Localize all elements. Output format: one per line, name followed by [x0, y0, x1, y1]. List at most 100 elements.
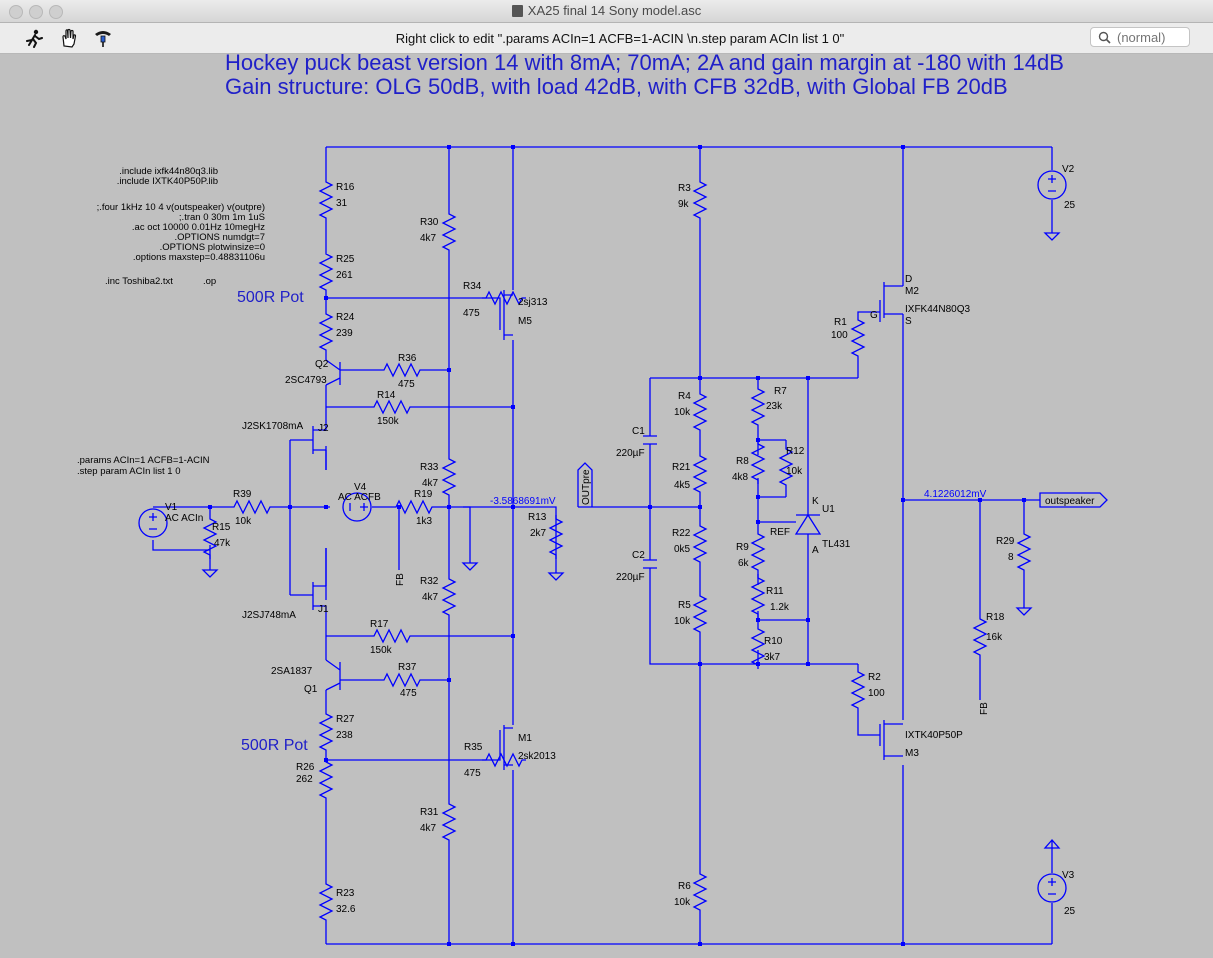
r37-val: 475 [400, 688, 417, 699]
run-icon[interactable] [23, 28, 45, 48]
q1-val: 2SA1837 [271, 666, 313, 677]
r17-ref: R17 [370, 619, 389, 630]
r35-ref: R35 [464, 742, 483, 753]
directive-maxstep[interactable]: .options maxstep=0.48831106u [133, 252, 265, 263]
v4-val: AC ACFB [338, 492, 381, 503]
directive-include-2[interactable]: .include IXTK40P50P.lib [117, 176, 218, 187]
directive-step[interactable]: .step param ACIn list 1 0 [77, 466, 181, 477]
r24-val: 239 [336, 328, 353, 339]
pot-label-top: 500R Pot [237, 289, 304, 306]
q1-ref: Q1 [304, 684, 318, 695]
r22-val: 0k5 [674, 544, 691, 555]
net-fb-left[interactable]: FB [395, 573, 406, 586]
m2-val: IXFK44N80Q3 [905, 304, 970, 315]
r39-ref: R39 [233, 489, 252, 500]
r36-val: 475 [398, 379, 415, 390]
search-field[interactable] [1090, 27, 1190, 47]
node-voltage-right: 4.1226012mV [924, 489, 987, 500]
r5-val: 10k [674, 616, 691, 627]
node-voltage-left: -3.5868691mV [490, 496, 556, 507]
directive-ac[interactable]: .ac oct 10000 0.01Hz 10megHz [132, 222, 265, 233]
u1-pin-ref: REF [770, 527, 790, 538]
net-labels[interactable]: OUTpre outspeaker FB FB [395, 462, 1108, 715]
directive-four[interactable]: ;.four 1kHz 10 4 v(outspeaker) v(outpre) [97, 202, 265, 213]
search-input[interactable] [1115, 29, 1189, 46]
c1-ref: C1 [632, 426, 645, 437]
r9-val: 6k [738, 558, 750, 569]
ground-symbols [202, 224, 1061, 849]
r16-val: 31 [336, 198, 348, 209]
directive-numdgt[interactable]: .OPTIONS numdgt=7 [174, 232, 265, 243]
v4-ref: V4 [354, 482, 367, 493]
tl431-shunt[interactable]: U1 TL431 K A REF [770, 496, 851, 556]
schematic-canvas[interactable]: Hockey puck beast version 14 with 8mA; 7… [0, 54, 1213, 958]
c2-ref: C2 [632, 550, 645, 561]
v3-val: 25 [1064, 906, 1076, 917]
r36-ref: R36 [398, 353, 417, 364]
r1-ref: R1 [834, 317, 847, 328]
m3-val: IXTK40P50P [905, 730, 963, 741]
directive-tran[interactable]: ;.tran 0 30m 1m 1uS [179, 212, 265, 223]
v1-val: AC ACIn [165, 513, 203, 524]
voltage-sources[interactable]: V1 AC ACIn V4 AC ACFB V2 25 V3 25 [138, 164, 1076, 917]
r11-ref: R11 [766, 586, 784, 597]
wires [152, 146, 1053, 945]
directive-op[interactable]: .op [203, 276, 216, 287]
m2-pin-g: G [870, 310, 878, 321]
net-outpre[interactable]: OUTpre [581, 469, 592, 505]
r10-val: 3k7 [764, 652, 781, 663]
directive-plotwinsize[interactable]: .OPTIONS plotwinsize=0 [160, 242, 265, 253]
directive-inc[interactable]: .inc Toshiba2.txt [105, 276, 173, 287]
r24-ref: R24 [336, 312, 355, 323]
j2-ref: J2 [318, 423, 329, 434]
halt-icon[interactable] [58, 28, 80, 48]
r8-ref: R8 [736, 456, 749, 467]
r25-ref: R25 [336, 254, 355, 265]
window-title: XA25 final 14 Sony model.asc [0, 3, 1213, 18]
directive-include-1[interactable]: .include ixfk44n80q3.lib [119, 166, 218, 177]
v1-ref: V1 [165, 502, 178, 513]
r11-val: 1.2k [770, 602, 790, 613]
r7-ref: R7 [774, 386, 787, 397]
j1-val: J2SJ748mA [242, 610, 296, 621]
r27-val: 238 [336, 730, 353, 741]
directive-params[interactable]: .params ACIn=1 ACFB=1-ACIN [77, 455, 210, 466]
r19-val: 1k3 [416, 516, 433, 527]
j1-ref: J1 [318, 604, 329, 615]
minimize-button[interactable] [29, 5, 43, 19]
r19-ref: R19 [414, 489, 433, 500]
heading-line-1: Hockey puck beast version 14 with 8mA; 7… [225, 54, 1064, 75]
r39-val: 10k [235, 516, 252, 527]
r15-ref: R15 [212, 522, 231, 533]
probe-icon[interactable] [92, 28, 114, 48]
net-outspeaker[interactable]: outspeaker [1045, 496, 1095, 507]
r18-ref: R18 [986, 612, 1005, 623]
pot-label-bottom: 500R Pot [241, 737, 308, 754]
r21-ref: R21 [672, 462, 691, 473]
document-icon [511, 5, 523, 17]
close-button[interactable] [9, 5, 23, 19]
window-title-text: XA25 final 14 Sony model.asc [527, 3, 702, 18]
transistors[interactable]: Q2 2SC4793 2SA1837 Q1 J2SK1708mA J2 J2SJ… [242, 274, 970, 770]
r14-val: 150k [377, 416, 400, 427]
u1-pin-k: K [812, 496, 819, 507]
m1-val: 2sk2013 [518, 751, 556, 762]
j2-val: J2SK1708mA [242, 421, 303, 432]
u1-ref: U1 [822, 504, 835, 515]
r21-val: 4k5 [674, 480, 691, 491]
spice-directives[interactable]: .include ixfk44n80q3.lib .include IXTK40… [77, 166, 265, 477]
u1-val: TL431 [822, 539, 851, 550]
m2-ref: M2 [905, 286, 919, 297]
r33-ref: R33 [420, 462, 439, 473]
capacitors[interactable]: C1 220µF C2 220µF [616, 426, 657, 583]
zoom-button[interactable] [49, 5, 63, 19]
v2-ref: V2 [1062, 164, 1075, 175]
u1-pin-a: A [812, 545, 819, 556]
m5-ref: M5 [518, 316, 532, 327]
net-fb-right[interactable]: FB [979, 702, 990, 715]
m5-val: 2sj313 [518, 297, 548, 308]
r13-ref: R13 [528, 512, 547, 523]
r4-ref: R4 [678, 391, 691, 402]
m1-ref: M1 [518, 733, 532, 744]
